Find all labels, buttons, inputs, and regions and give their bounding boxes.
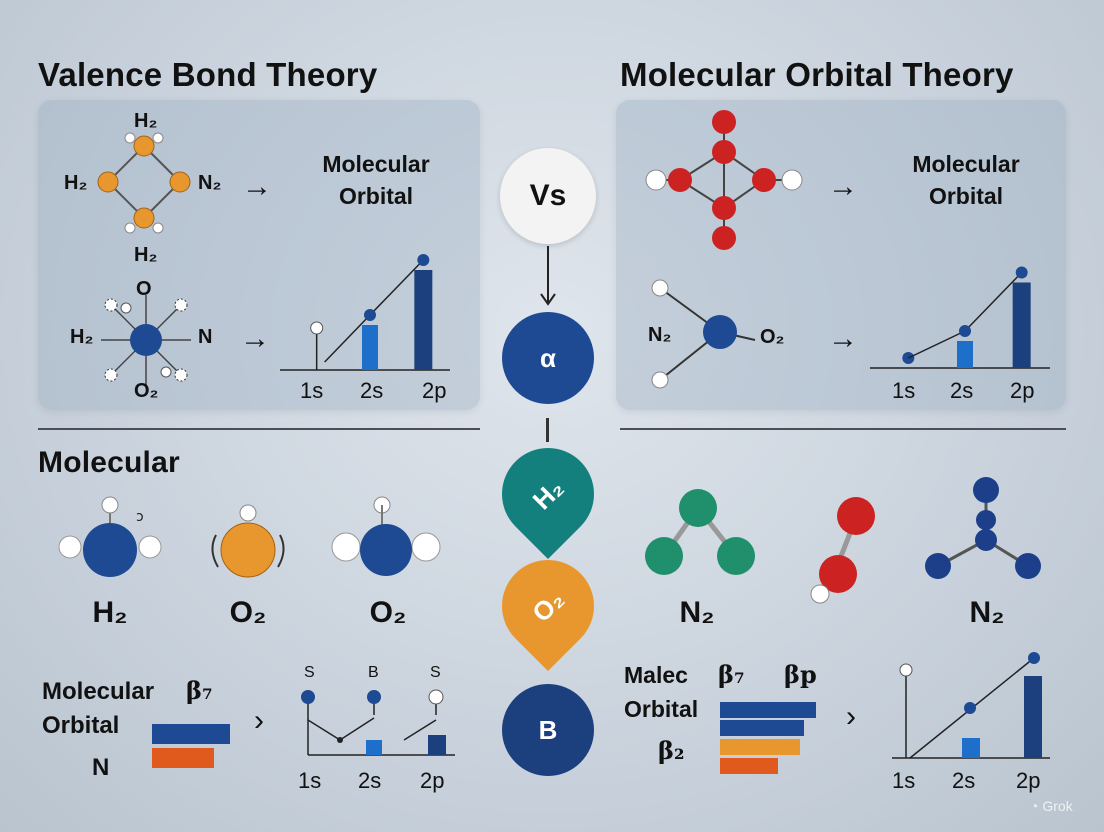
right-mol2-right-label: O₂ [760,326,785,348]
right-legend-line2: Orbital [624,696,699,722]
watermark-text: Grok [1042,798,1073,814]
chevron-right-icon: › [846,700,856,733]
right-arrow-icon: → [828,322,858,355]
right-molecule-navy [925,477,1041,579]
chart1-tick-2p: 2p [422,378,447,403]
left-mol1-target: Molecular Orbital [322,151,430,209]
right-top-panel [616,100,1066,410]
left-chart2-top-s2: S [430,664,441,681]
right-molecule-label-2: N₂ [969,596,1005,629]
right-legend-beta2: βp [784,660,817,689]
right-legend-bar-4 [720,758,778,774]
right-molecule-label-1: N₂ [679,596,715,629]
left-chart-2 [301,689,455,756]
chart2-tick-1s: 1s [298,768,322,793]
left-molecule-o2-blue [331,496,441,576]
right-chart2-tick-2p: 2p [1016,768,1041,793]
down-arrow-icon [540,246,556,306]
right-legend-line3: β₂ [658,736,685,765]
chart-bar [1012,282,1031,368]
left-star-molecule [101,295,191,385]
left-mol2-bottom-label: O₂ [134,380,159,402]
vs-circle: Vs [500,148,596,244]
left-molecule-label-3: O₂ [369,596,407,629]
connector-line [546,418,549,442]
legend-bar-blue [152,724,230,744]
right-mol1-target: Molecular Orbital [912,151,1020,209]
left-mol1-left-label: H₂ [64,172,88,194]
chart2-tick-2s: 2s [358,768,382,793]
left-divider [38,428,480,430]
right-molecule-red [810,497,875,604]
right-chart1-tick-2s: 2s [950,378,974,403]
left-top-panel [38,100,480,410]
chart1-tick-1s: 1s [300,378,324,403]
right-chart2-tick-2s: 2s [952,768,976,793]
left-title: Valence Bond Theory [38,56,378,93]
left-legend-line1: Molecular [42,678,155,705]
left-molecule-o2 [211,504,285,578]
right-chart2-tick-1s: 1s [892,768,916,793]
left-mol1-top-label: H₂ [134,110,158,132]
right-mol2-left-label: N₂ [648,324,672,346]
right-arrow-icon: → [242,170,272,203]
left-mol2-left-label: H₂ [70,326,94,348]
left-mol1-bottom-label: H₂ [134,244,158,266]
chevron-right-icon: › [254,704,264,737]
right-divider [620,428,1066,430]
left-mol2-right-label: N [198,326,213,348]
left-chart2-top-s1: S [304,664,315,681]
right-molecule-green [645,489,755,575]
right-chart1-tick-2p: 2p [1010,378,1035,403]
left-legend-line3: N [92,754,110,781]
left-molecule-label-2: O₂ [229,596,267,629]
left-legend-line2: Orbital [42,712,120,739]
chart-point [364,309,376,321]
chart-line [908,330,966,359]
watermark-icon: ◔ [1030,798,1039,814]
watermark: ◔ Grok [1030,798,1073,814]
alpha-node: α [502,312,594,404]
b-node: B [502,684,594,776]
chart1-tick-2s: 2s [360,378,384,403]
left-mol2-top-label: O [136,278,152,300]
chart-point [310,321,324,335]
chart-point [1015,266,1028,279]
right-legend-bar-3 [720,739,800,755]
right-title: Molecular Orbital Theory [620,56,1014,93]
chart-line [369,259,424,316]
legend-bar-orange [152,748,214,768]
right-legend-line1: Malec [624,662,688,688]
chart-bar [414,270,433,370]
left-molecule-h2: ↄ [58,496,162,577]
left-molecule-label-1: H₂ [92,596,128,629]
right-arrow-icon: → [828,170,858,203]
chart-line [964,271,1023,332]
chart-bar [362,325,378,370]
left-square-molecule [97,132,191,234]
right-legend-beta1: β₇ [718,660,745,689]
chart-point [417,254,430,266]
left-mol1-right-label: N₂ [198,172,222,194]
right-legend-bar-1 [720,702,816,718]
right-arrow-icon: → [240,322,270,355]
chart-bar [957,341,973,368]
left-section-title: Molecular [38,446,180,479]
chart-line [324,314,371,363]
right-n2-molecule [651,279,756,389]
chart2-tick-2p: 2p [420,768,445,793]
right-chart1-tick-1s: 1s [892,378,916,403]
svg-text:ↄ: ↄ [136,509,144,525]
chart-point [959,325,971,337]
left-legend-beta: β₇ [186,676,213,705]
right-red-molecule [645,110,803,250]
right-chart-2 [892,652,1050,759]
left-chart2-top-b: B [368,664,379,681]
right-legend-bar-2 [720,720,804,736]
